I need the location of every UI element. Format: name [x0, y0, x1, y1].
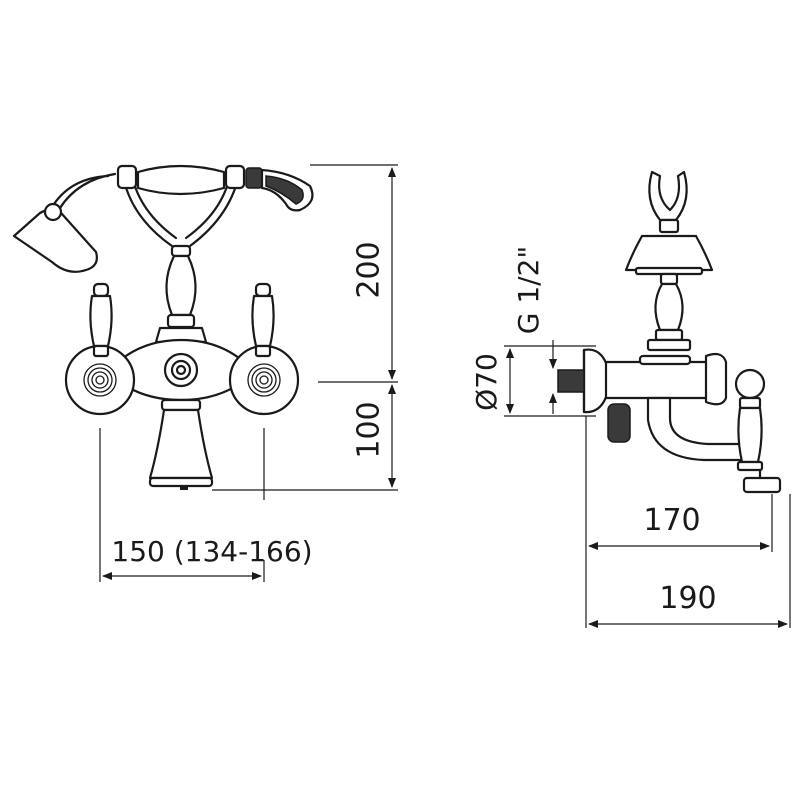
side-outlet [742, 476, 782, 494]
dim-height-100-label: 100 [352, 401, 387, 458]
threaded-inlet [557, 369, 585, 393]
side-bell [624, 234, 714, 272]
side-lever-cap [704, 352, 728, 406]
side-view: Ø70 G 1/2" 170 190 [470, 170, 791, 628]
dim-thread-label: G 1/2" [512, 246, 545, 335]
central-column [154, 244, 208, 344]
dim-depth-190-label: 190 [659, 581, 716, 616]
side-cradle-fork [648, 170, 688, 234]
right-lever-handle [251, 282, 275, 358]
handset [116, 164, 314, 212]
side-vertical-handle [734, 368, 766, 472]
dim-diameter-70-label: Ø70 [470, 353, 503, 411]
hand-shower-head [12, 174, 110, 273]
left-lever-handle [89, 282, 113, 358]
dim-width-150-label: 150 (134-166) [111, 535, 312, 568]
diverter-knob [607, 403, 631, 443]
left-wall-flange [64, 344, 136, 416]
spout [148, 398, 214, 490]
front-view: 200 100 150 (134-166) [12, 164, 398, 582]
side-column [646, 272, 692, 352]
dim-height-200-label: 200 [352, 241, 387, 298]
shower-neck [58, 172, 117, 210]
dim-depth-170-label: 170 [643, 503, 700, 538]
side-spout [646, 396, 748, 462]
